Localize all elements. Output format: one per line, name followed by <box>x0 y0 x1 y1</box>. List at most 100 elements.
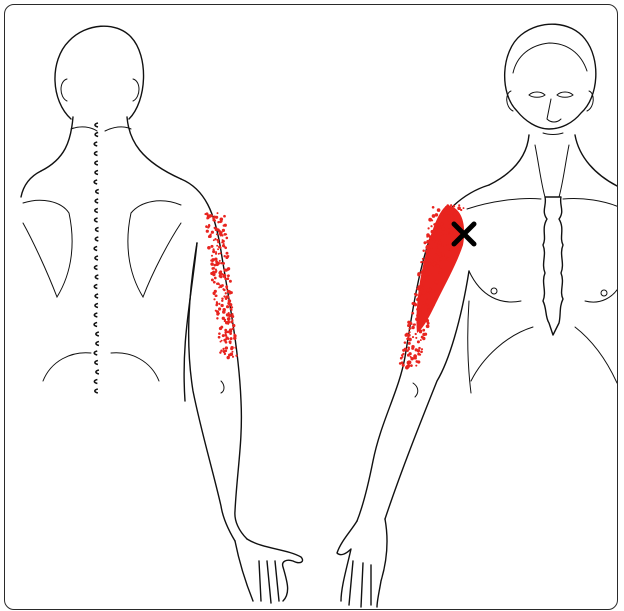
pain-dot <box>218 253 220 255</box>
pain-dot <box>426 298 428 300</box>
pain-dot <box>417 297 419 299</box>
pain-dot <box>207 246 211 250</box>
pain-dot <box>215 263 219 267</box>
spine-dot <box>96 342 99 346</box>
pain-dot <box>222 262 225 265</box>
pain-dot <box>426 324 430 328</box>
pain-dot <box>230 346 233 349</box>
spine-dot <box>95 237 98 241</box>
pain-dot <box>401 354 403 356</box>
pain-dot <box>218 307 221 310</box>
pain-dot <box>225 346 228 349</box>
pain-dot <box>430 225 432 227</box>
spine-dot <box>95 133 98 137</box>
pain-dot <box>219 260 221 262</box>
pain-dot <box>220 220 222 222</box>
pain-dot <box>407 347 410 350</box>
pain-dot <box>212 272 214 274</box>
spine-dot <box>95 389 98 393</box>
pain-dot <box>450 215 453 218</box>
pain-dot <box>439 268 443 272</box>
pain-dot <box>225 336 228 339</box>
pain-dot <box>223 215 226 218</box>
pain-dot <box>421 348 423 350</box>
spine-dot <box>94 351 97 355</box>
pain-dot <box>226 305 229 308</box>
pain-dot <box>421 336 424 339</box>
pain-dot <box>231 315 234 318</box>
pain-dot <box>216 233 218 235</box>
pain-dot <box>211 231 214 234</box>
spine-dot <box>94 152 97 156</box>
pain-dot <box>449 232 451 234</box>
pain-dot <box>424 276 426 278</box>
pain-dot <box>429 273 432 276</box>
pain-dot <box>220 262 222 264</box>
pain-dot <box>408 342 411 345</box>
pain-dot <box>426 249 430 253</box>
pain-dot <box>218 287 220 289</box>
pain-dot <box>436 265 439 268</box>
pain-dot <box>432 263 435 266</box>
pain-dot <box>225 292 227 294</box>
pain-dot <box>415 333 417 335</box>
pain-dot <box>220 349 222 351</box>
pain-dot <box>453 205 455 207</box>
posterior-right-shoulder-arm-outer <box>181 179 247 539</box>
pain-dot <box>228 314 231 317</box>
spine-dot <box>95 361 98 365</box>
pain-dot <box>213 249 215 251</box>
spine-dot <box>94 266 97 270</box>
pain-dot <box>420 339 422 341</box>
anterior-head <box>505 24 596 129</box>
pain-dot <box>447 218 450 221</box>
pain-dot <box>230 337 233 340</box>
pain-dot <box>414 302 416 304</box>
pain-dot <box>208 226 210 228</box>
pain-dot <box>404 348 407 351</box>
anterior-left-shoulder-outer <box>357 185 489 521</box>
pain-dot <box>409 331 411 333</box>
pain-dot <box>417 349 420 352</box>
pain-dot <box>218 271 222 275</box>
pain-dot <box>447 209 450 212</box>
pain-dot <box>407 324 410 327</box>
pain-dot <box>232 351 234 353</box>
pain-dot <box>422 301 425 304</box>
pain-dot <box>427 258 429 260</box>
pain-dot <box>422 329 425 332</box>
pain-dot <box>446 242 449 245</box>
pain-dot <box>438 225 440 227</box>
spine-dot <box>95 304 98 308</box>
pain-dot <box>421 320 423 322</box>
pain-dot <box>224 278 226 280</box>
pain-dot <box>463 207 465 209</box>
pain-dot <box>215 269 217 271</box>
pain-dot <box>447 225 450 228</box>
posterior-neck-left <box>41 117 73 171</box>
pain-dot <box>222 288 224 290</box>
pain-dot <box>229 340 232 343</box>
pain-dot <box>410 356 412 358</box>
pain-dot <box>214 290 217 293</box>
pain-dot <box>208 224 210 226</box>
pain-dot <box>432 235 436 239</box>
pain-dot <box>223 243 225 245</box>
pain-dot <box>427 288 430 291</box>
spine-dot <box>95 199 98 203</box>
spine-dot <box>95 123 98 127</box>
pain-dot <box>422 286 425 289</box>
pain-dot <box>229 280 232 283</box>
pain-dot <box>415 317 419 321</box>
posterior-left-lower-curve <box>43 353 91 381</box>
pain-dot <box>228 299 232 303</box>
pain-dot <box>447 204 450 207</box>
pain-dot <box>229 293 231 295</box>
pain-dot <box>416 314 420 318</box>
pain-dot <box>439 232 442 235</box>
pain-dot <box>219 246 222 249</box>
pain-dot <box>215 253 217 255</box>
pain-dot <box>442 245 444 247</box>
pain-dot <box>436 246 438 248</box>
pain-dot <box>216 317 218 319</box>
